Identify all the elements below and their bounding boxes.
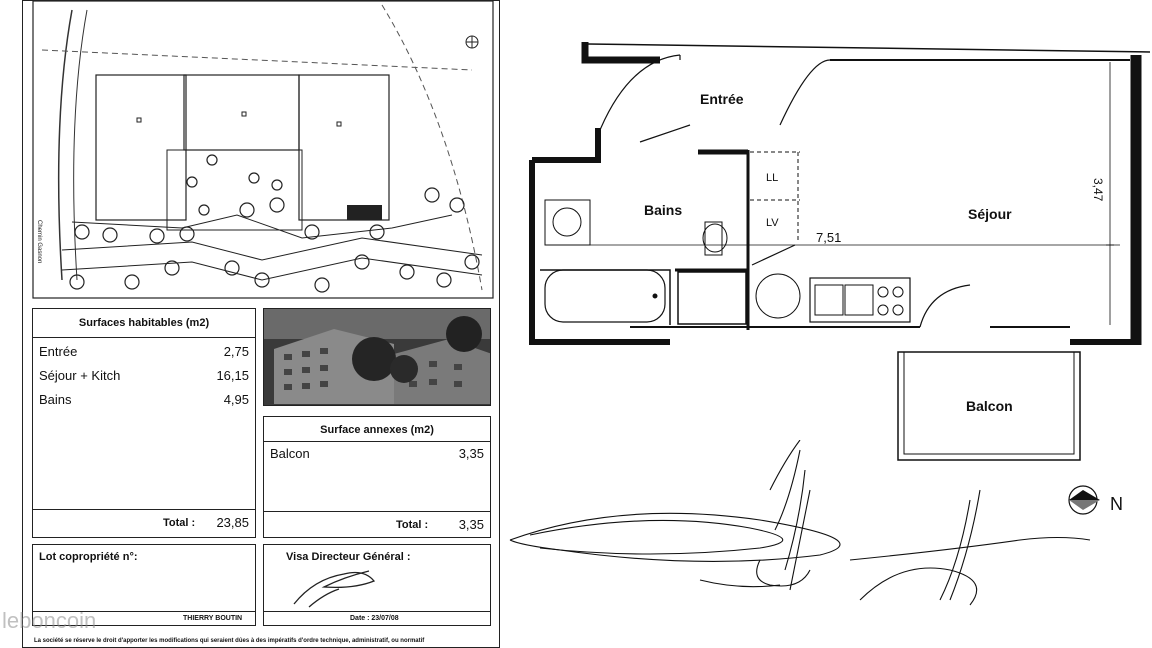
dimension-length: 7,51 xyxy=(816,230,841,245)
lot-box: Lot copropriété n°: THIERRY BOUTIN xyxy=(32,544,256,626)
room-balcon: Balcon xyxy=(966,398,1013,414)
north-label: N xyxy=(1110,494,1123,514)
signer-name: THIERRY BOUTIN xyxy=(183,615,243,622)
compass-icon xyxy=(1068,485,1100,515)
room-sejour: Séjour xyxy=(968,206,1012,222)
room-lv: LV xyxy=(766,217,779,229)
row-value-sejour: 16,15 xyxy=(216,368,249,383)
total-label-annexes: Total : xyxy=(396,519,429,531)
row-label-bains: Bains xyxy=(39,392,72,407)
surface-annexes-box: Surface annexes (m2) Balcon 3,35 Total :… xyxy=(263,416,491,538)
floor-plan: Entrée Bains Séjour Balcon LL LV 7,51 3,… xyxy=(529,42,1150,515)
total-label-habitables: Total : xyxy=(163,517,196,529)
visa-label: Visa Directeur Général : xyxy=(286,551,411,563)
road-label: Chemin Gasnon xyxy=(36,220,42,263)
visa-date: Date : 23/07/08 xyxy=(350,615,399,622)
row-value-balcon: 3,35 xyxy=(458,446,484,461)
site-plan: Chemin Gasnon xyxy=(32,0,494,300)
row-label-balcon: Balcon xyxy=(270,446,310,461)
total-value-habitables: 23,85 xyxy=(216,515,249,530)
total-value-annexes: 3,35 xyxy=(458,517,484,532)
building-photo xyxy=(263,308,491,406)
site-plan-drawing: Chemin Gasnon xyxy=(32,0,494,299)
room-ll: LL xyxy=(766,172,778,184)
room-bains: Bains xyxy=(644,202,682,218)
footer-note: La société se réserve le droit d'apporte… xyxy=(34,638,425,644)
surfaces-habitables-box: Surfaces habitables (m2) Entrée 2,75 Séj… xyxy=(32,308,256,538)
leboncoin-watermark: leboncoin xyxy=(2,608,97,633)
surface-annexes-title: Surface annexes (m2) xyxy=(320,424,434,436)
row-value-bains: 4,95 xyxy=(223,392,249,407)
row-value-entree: 2,75 xyxy=(223,344,249,359)
visa-signature xyxy=(293,570,376,608)
lot-label: Lot copropriété n°: xyxy=(39,551,138,563)
dimension-width: 3,47 xyxy=(1091,178,1105,202)
photo-drawing xyxy=(264,309,490,405)
surfaces-habitables-title: Surfaces habitables (m2) xyxy=(78,317,210,329)
row-label-sejour: Séjour + Kitch xyxy=(39,368,121,383)
handwritten-signatures xyxy=(509,440,1091,606)
visa-box: Visa Directeur Général : Date : 23/07/08 xyxy=(263,544,491,626)
room-entree: Entrée xyxy=(700,91,744,107)
row-label-entree: Entrée xyxy=(39,344,78,359)
